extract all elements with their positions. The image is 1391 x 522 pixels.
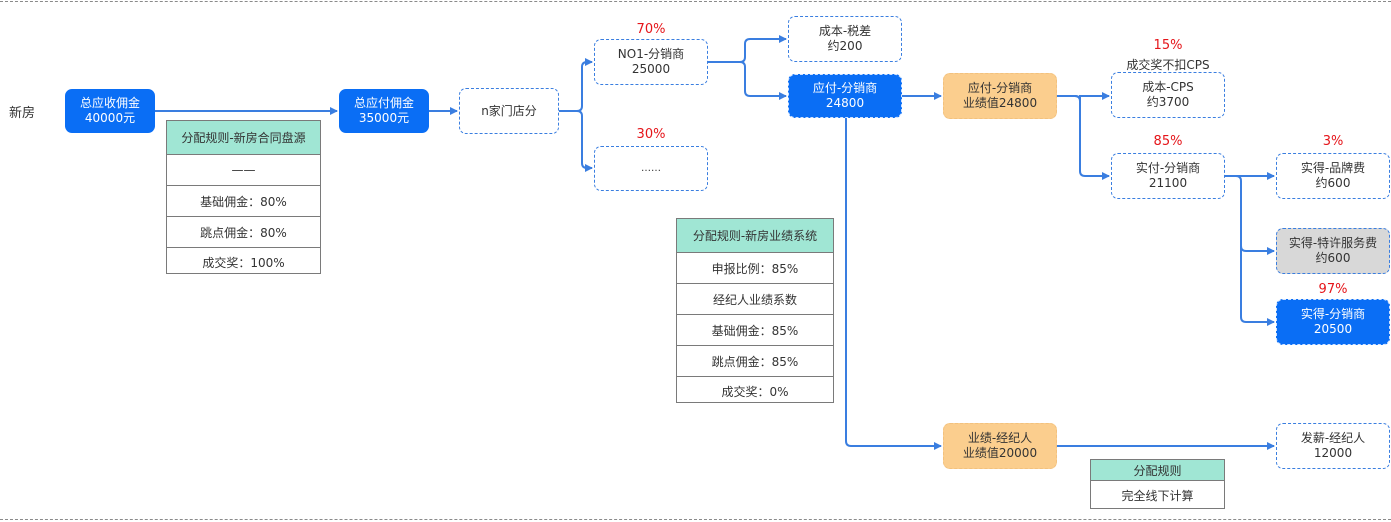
category-label: 新房 [9, 106, 36, 121]
node-value: 21100 [1148, 176, 1188, 190]
node-value: 约200 [827, 39, 863, 53]
node-payable-distributor-performance[interactable]: 应付-分销商 业绩值24800 [943, 73, 1057, 119]
node-title: n家门店分 [481, 103, 537, 118]
node-actual-paid-distributor[interactable]: 实付-分销商 21100 [1111, 153, 1225, 199]
node-title: 成本-税差 [818, 24, 872, 38]
node-title: 实得-品牌费 [1300, 161, 1366, 175]
node-payable-distributor[interactable]: 应付-分销商 24800 [788, 74, 902, 118]
node-agent-performance[interactable]: 业绩-经纪人 业绩值20000 [943, 423, 1057, 469]
node-title: 总应付佣金 [353, 96, 414, 110]
connector-no1-to-cost-tax [708, 35, 787, 63]
node-received-distributor[interactable]: 实得-分销商 20500 [1276, 299, 1390, 345]
rule-row: 成交奖：100% [202, 256, 285, 270]
rule-table-contract-source: 分配规则-新房合同盘源 —— 基础佣金：80% 跳点佣金：80% 成交奖：100… [166, 120, 321, 274]
node-store-split[interactable]: n家门店分 [459, 88, 559, 134]
note-cps: 成交奖不扣CPS [1126, 58, 1210, 72]
connector-perf-to-cps [1057, 92, 1110, 102]
rule-row: —— [167, 155, 320, 186]
node-title: 应付-分销商 [812, 81, 878, 95]
node-distributor-no1[interactable]: NO1-分销商 25000 [594, 39, 708, 85]
connector-payable-to-agent [845, 118, 942, 450]
rule-row: 成交奖：0% [721, 385, 789, 399]
node-title: 实付-分销商 [1135, 161, 1201, 175]
rule-table-title: 分配规则 [1091, 460, 1224, 481]
node-value: 约600 [1315, 251, 1351, 265]
rule-row: 申报比例：85% [677, 253, 833, 284]
percent-label-cps: 15% [1153, 38, 1183, 53]
node-title: 实得-特许服务费 [1288, 236, 1378, 250]
connector-stores-to-no1 [559, 58, 593, 112]
node-cost-cps[interactable]: 成本-CPS 约3700 [1111, 72, 1225, 118]
node-agent-salary[interactable]: 发薪-经纪人 12000 [1276, 423, 1390, 469]
connector-stores-to-other [576, 110, 593, 172]
node-cost-tax[interactable]: 成本-税差 约200 [788, 16, 902, 62]
node-value: 40000元 [84, 111, 136, 125]
node-total-payable[interactable]: 总应付佣金 35000元 [339, 89, 429, 133]
node-value: 约600 [1315, 176, 1351, 190]
node-received-brand-fee[interactable]: 实得-品牌费 约600 [1276, 153, 1390, 199]
node-title: 发薪-经纪人 [1300, 431, 1366, 445]
node-title: 应付-分销商 [967, 81, 1033, 95]
rule-table-title: 分配规则-新房业绩系统 [677, 219, 833, 253]
rule-row: 完全线下计算 [1121, 488, 1194, 503]
node-value: 业绩值20000 [962, 446, 1038, 460]
percent-label-no1: 70% [636, 22, 666, 37]
node-value: 24800 [825, 96, 865, 110]
bottom-divider [0, 519, 1391, 520]
connector-perf-to-actual [1074, 95, 1110, 180]
node-received-franchise-fee[interactable]: 实得-特许服务费 约600 [1276, 228, 1390, 274]
node-title: 业绩-经纪人 [967, 431, 1033, 445]
node-title: 实得-分销商 [1300, 307, 1366, 321]
top-divider [0, 1, 1391, 2]
node-title: …… [641, 163, 661, 174]
rule-row: 基础佣金：80% [167, 186, 320, 217]
rule-table-title: 分配规则-新房合同盘源 [167, 121, 320, 155]
connector-actual-to-distributor [1240, 246, 1275, 326]
rule-table-performance-system: 分配规则-新房业绩系统 申报比例：85% 经纪人业绩系数 基础佣金：85% 跳点… [676, 218, 834, 403]
node-total-receivable[interactable]: 总应收佣金 40000元 [65, 89, 155, 133]
rule-row: 基础佣金：85% [677, 315, 833, 346]
percent-label-other: 30% [636, 127, 666, 142]
node-value: 20500 [1313, 322, 1353, 336]
rule-row: 经纪人业绩系数 [677, 284, 833, 315]
connector-actual-to-franchise [1235, 175, 1275, 255]
node-value: 25000 [631, 62, 671, 76]
rule-row: 跳点佣金：85% [677, 346, 833, 377]
connector-no1-to-payable [739, 61, 787, 100]
rule-row: 跳点佣金：80% [167, 217, 320, 248]
node-title: NO1-分销商 [617, 47, 685, 61]
node-value: 35000元 [358, 111, 410, 125]
percent-label-actual-paid: 85% [1153, 134, 1183, 149]
percent-label-brand-fee: 3% [1322, 134, 1344, 149]
node-distributor-other[interactable]: …… [594, 146, 708, 191]
node-value: 业绩值24800 [962, 96, 1038, 110]
rule-table-offline: 分配规则 完全线下计算 [1090, 459, 1225, 509]
node-title: 总应收佣金 [79, 96, 140, 110]
node-title: 成本-CPS [1142, 80, 1194, 94]
node-value: 12000 [1313, 446, 1353, 460]
node-value: 约3700 [1146, 95, 1190, 109]
percent-label-received-distributor: 97% [1318, 282, 1348, 297]
